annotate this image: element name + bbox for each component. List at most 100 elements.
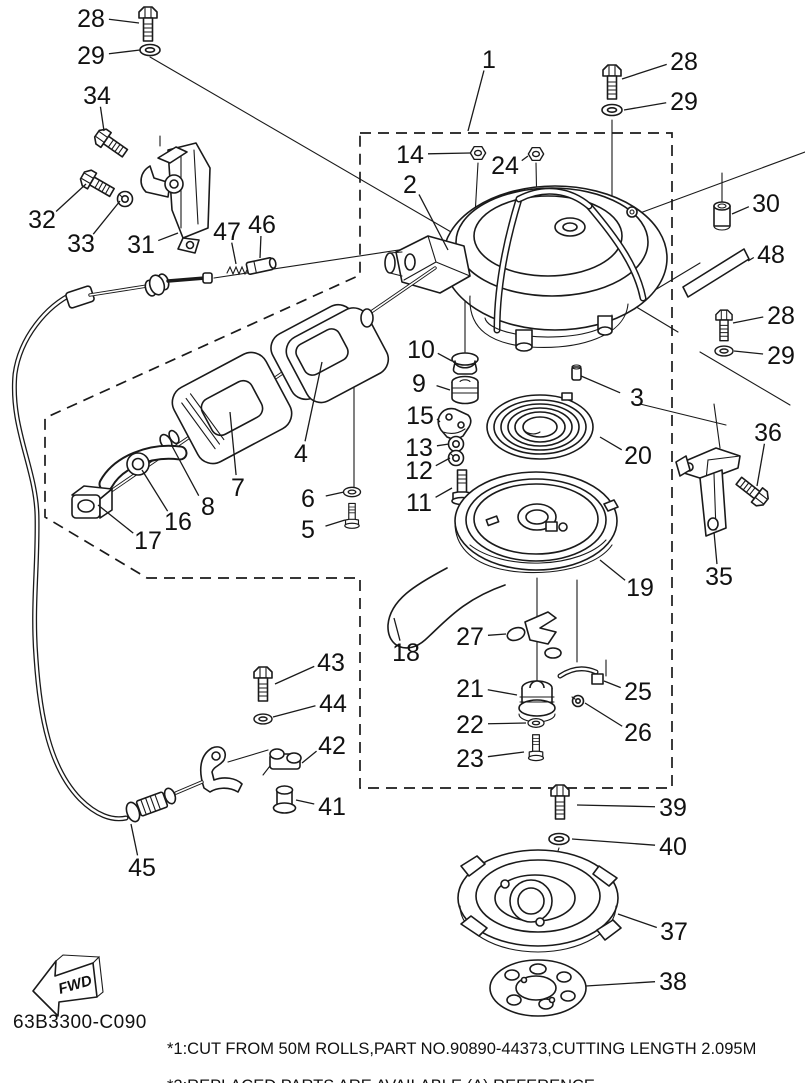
callout-47: 47 [213, 218, 241, 246]
leader-line-13 [436, 443, 450, 447]
callout-42: 42 [318, 732, 346, 760]
handle-cap-17 [71, 485, 113, 519]
leader-line-30 [731, 206, 750, 215]
callout-28: 28 [77, 5, 105, 33]
drive-pawl-27 [506, 611, 562, 659]
callout-35: 35 [705, 563, 733, 591]
leader-line-29 [733, 350, 764, 355]
leader-line-43 [274, 665, 315, 685]
handle-16 [98, 444, 188, 492]
callout-12: 12 [405, 457, 433, 485]
callout-28: 28 [767, 302, 795, 330]
leader-line-11 [435, 487, 453, 498]
bolt-5 [344, 502, 360, 529]
callout-24: 24 [491, 152, 519, 180]
leader-line-28 [732, 316, 764, 324]
leader-line-33 [92, 200, 121, 235]
washer-29-mid-right [714, 345, 734, 357]
leader-line-2 [418, 194, 449, 251]
e-clip-26 [571, 694, 585, 708]
leader-line-8 [171, 445, 200, 497]
leader-line-36 [756, 443, 766, 487]
leader-line-3 [580, 375, 621, 394]
leader-line-22 [487, 722, 527, 725]
seal-7 [171, 351, 293, 465]
callout-18: 18 [392, 639, 420, 667]
spacer-41 [272, 785, 297, 814]
callout-6: 6 [301, 485, 315, 513]
callout-4: 4 [294, 440, 308, 468]
leader-line-16 [141, 469, 169, 512]
leader-line-4 [304, 361, 323, 442]
callout-33: 33 [67, 230, 95, 258]
bolt-23 [527, 734, 545, 762]
callout-22: 22 [456, 711, 484, 739]
starter-lock-bracket-35 [675, 447, 741, 537]
starter-pulley-37 [457, 849, 622, 953]
leader-line-15 [436, 418, 441, 423]
footnote-2-clipped: *2:REPLACED PARTS ARE AVAILABLE,(A) REFE… [167, 1077, 655, 1083]
figure-code: 63B3300-C090 [13, 1012, 147, 1033]
callout-19: 19 [626, 574, 654, 602]
leader-line-23 [487, 751, 525, 758]
washer-44 [253, 713, 273, 725]
callout-7: 7 [231, 474, 245, 502]
leader-line-37 [617, 913, 657, 929]
washer-29-top-left [139, 43, 161, 57]
leader-line-31 [158, 232, 179, 242]
leader-line-26 [584, 702, 623, 727]
cable-clamp-42 [262, 748, 302, 776]
bushing-21 [518, 680, 556, 723]
spiral-spring-20 [486, 392, 594, 460]
leader-line-34 [99, 106, 105, 132]
callout-labels: 1234567891011121314151617181920212223242… [28, 5, 795, 996]
leader-line-28 [108, 18, 140, 24]
leader-line-24 [521, 155, 529, 162]
leader-line-44 [272, 705, 316, 718]
bolt-32 [77, 166, 118, 202]
pawl-spring-25 [557, 659, 607, 685]
leader-line-29 [108, 49, 141, 55]
washer-29-top-right [601, 103, 623, 117]
callout-26: 26 [624, 719, 652, 747]
callout-27: 27 [456, 623, 484, 651]
callout-45: 45 [128, 854, 156, 882]
callout-28: 28 [670, 48, 698, 76]
leader-line-40 [571, 838, 656, 846]
callout-39: 39 [659, 794, 687, 822]
callout-13: 13 [405, 434, 433, 462]
leader-line-21 [487, 689, 518, 696]
leader-line-12 [435, 457, 451, 467]
callout-30: 30 [752, 190, 780, 218]
washer-40 [548, 832, 570, 846]
bolt-36 [732, 472, 773, 510]
bolt-28-top-left [138, 6, 158, 42]
leader-line-25 [603, 680, 621, 689]
leader-line-45 [130, 823, 139, 856]
callout-3: 3 [630, 384, 644, 412]
cable-upper-end [11, 272, 213, 822]
callout-11: 11 [406, 489, 432, 517]
construction-lines [149, 56, 805, 894]
bolt-39 [550, 784, 570, 820]
bolt-28-mid-right [715, 309, 733, 342]
cable-end-45 [125, 780, 204, 823]
leader-line-9 [436, 385, 451, 391]
cable-hook-lever [199, 746, 269, 793]
leader-line-10 [437, 352, 453, 362]
callout-14: 14 [396, 141, 424, 169]
leader-line-48 [747, 256, 755, 262]
washer-6 [342, 486, 362, 498]
spring-47 [226, 265, 249, 276]
callout-21: 21 [456, 675, 484, 703]
nut-14 [469, 145, 487, 161]
callout-34: 34 [83, 82, 111, 110]
callout-37: 37 [660, 918, 688, 946]
leader-line-14 [427, 152, 471, 155]
callout-43: 43 [317, 649, 345, 677]
leader-line-42 [301, 750, 317, 764]
friction-plate-38 [489, 959, 587, 1017]
washer-13 [447, 435, 465, 453]
leader-line-6 [325, 491, 345, 497]
callout-46: 46 [248, 211, 276, 239]
